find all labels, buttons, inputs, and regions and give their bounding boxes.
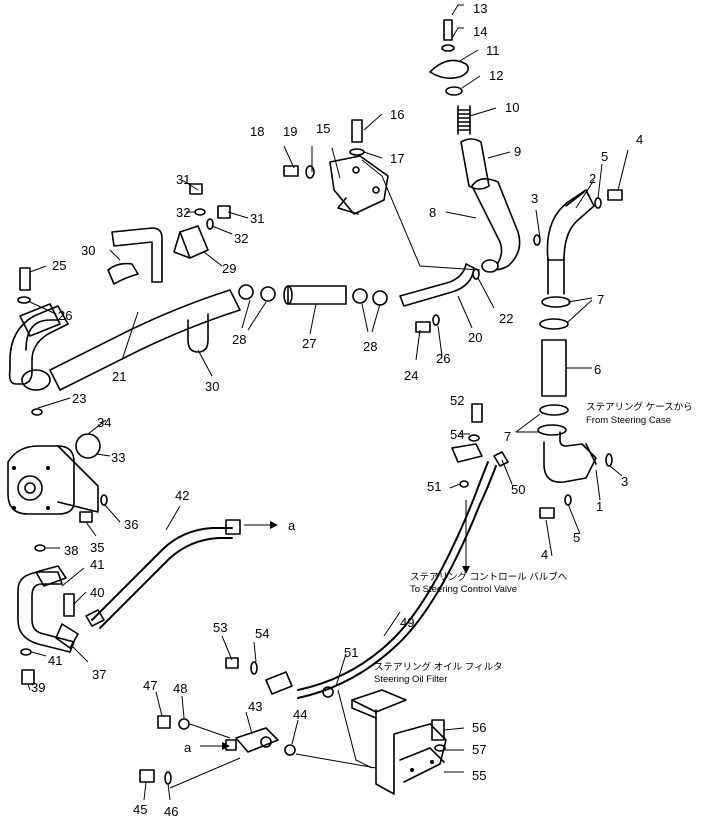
- parts-artwork: [7, 19, 623, 795]
- callout-41-top: 41: [90, 557, 104, 572]
- callout-24: 24: [404, 368, 418, 383]
- callout-4-top: 4: [636, 132, 643, 147]
- callout-2: 2: [589, 171, 596, 186]
- control-valve-pipe: [225, 403, 509, 699]
- callout-4-bottom: 4: [541, 547, 548, 562]
- connection-a-top-label: a: [288, 518, 296, 533]
- callout-26-right: 26: [436, 351, 450, 366]
- callout-17: 17: [390, 151, 404, 166]
- to-control-valve-jp: ステアリング コントロール バルブへ: [410, 571, 568, 583]
- callout-7-top: 7: [597, 292, 604, 307]
- callout-52: 52: [450, 393, 464, 408]
- callout-31-top: 31: [176, 172, 190, 187]
- callout-38: 38: [64, 543, 78, 558]
- callout-44: 44: [293, 707, 307, 722]
- callout-40: 40: [90, 585, 104, 600]
- annotation-notes: ステアリング ケースから From Steering Case ステアリング コ…: [374, 401, 693, 685]
- from-steering-case-en: From Steering Case: [586, 415, 671, 426]
- callout-18: 18: [250, 124, 264, 139]
- callout-26-left: 26: [58, 308, 72, 323]
- callout-5-top: 5: [601, 149, 608, 164]
- callout-12: 12: [489, 68, 503, 83]
- callout-55: 55: [472, 768, 486, 783]
- callout-51-top: 51: [427, 479, 441, 494]
- callout-9: 9: [514, 144, 521, 159]
- callout-3-bottom: 3: [621, 474, 628, 489]
- callout-36: 36: [124, 517, 138, 532]
- callout-21: 21: [112, 369, 126, 384]
- callout-28-right: 28: [363, 339, 377, 354]
- callout-11: 11: [486, 43, 500, 58]
- connection-arrows: a a: [184, 518, 296, 755]
- pump-inlet-pipe: [8, 183, 241, 391]
- oil-filter-en: Steering Oil Filter: [374, 674, 447, 685]
- callout-23: 23: [72, 391, 86, 406]
- callout-8: 8: [429, 205, 436, 220]
- callout-15: 15: [316, 121, 330, 136]
- callout-20: 20: [468, 330, 482, 345]
- hydraulic-pump-33: [7, 408, 108, 552]
- callout-6: 6: [594, 362, 601, 377]
- callout-5-bottom: 5: [573, 530, 580, 545]
- suction-pipe-assembly: [533, 189, 623, 519]
- callout-16: 16: [390, 107, 404, 122]
- callout-19: 19: [283, 124, 297, 139]
- callout-50: 50: [511, 482, 525, 497]
- callout-56: 56: [472, 720, 486, 735]
- callout-35: 35: [90, 540, 104, 555]
- oil-filter-jp: ステアリング オイル フィルタ: [374, 661, 503, 673]
- callout-3-top: 3: [531, 191, 538, 206]
- callout-41-bottom: 41: [48, 653, 62, 668]
- callout-54-bottom: 54: [255, 626, 269, 641]
- callout-48: 48: [173, 681, 187, 696]
- callout-49: 49: [400, 615, 414, 630]
- callout-54-top: 54: [450, 427, 464, 442]
- callout-labels: 13 14 11 12 10 9 16 17 18 19 15 4 5 2 3 …: [31, 1, 643, 819]
- callout-39: 39: [31, 680, 45, 695]
- filler-assembly: [361, 19, 521, 273]
- callout-51-bottom: 51: [344, 645, 358, 660]
- callout-27: 27: [302, 336, 316, 351]
- connection-a-bottom-label: a: [184, 740, 192, 755]
- callout-34: 34: [97, 415, 111, 430]
- callout-45: 45: [133, 802, 147, 817]
- filter-inlet-flange-43: [139, 715, 377, 789]
- oil-filter-bracket-55: [337, 689, 447, 795]
- from-steering-case-jp: ステアリング ケースから: [586, 401, 693, 413]
- callout-42: 42: [175, 488, 189, 503]
- callout-30-bottom: 30: [205, 379, 219, 394]
- return-hose-assembly: [238, 263, 480, 333]
- callout-53: 53: [213, 620, 227, 635]
- callout-7-bottom: 7: [504, 429, 511, 444]
- callout-47: 47: [143, 678, 157, 693]
- bracket-15: [283, 119, 389, 215]
- callout-33: 33: [111, 450, 125, 465]
- callout-30-top: 30: [81, 243, 95, 258]
- callout-32-right: 32: [234, 231, 248, 246]
- callout-13: 13: [473, 1, 487, 16]
- pump-outlet-assembly: [17, 519, 241, 685]
- callout-31-right: 31: [250, 211, 264, 226]
- callout-43: 43: [248, 699, 262, 714]
- callout-1: 1: [596, 499, 603, 514]
- leader-lines: [27, 4, 629, 801]
- callout-57: 57: [472, 742, 486, 757]
- callout-28-left: 28: [232, 332, 246, 347]
- callout-46: 46: [164, 804, 178, 819]
- callout-14: 14: [473, 24, 487, 39]
- callout-25: 25: [52, 258, 66, 273]
- callout-10: 10: [505, 100, 519, 115]
- callout-29: 29: [222, 261, 236, 276]
- callout-32-left: 32: [176, 205, 190, 220]
- callout-37: 37: [92, 667, 106, 682]
- to-control-valve-en: To Steering Control Valve: [410, 584, 517, 595]
- callout-22: 22: [499, 311, 513, 326]
